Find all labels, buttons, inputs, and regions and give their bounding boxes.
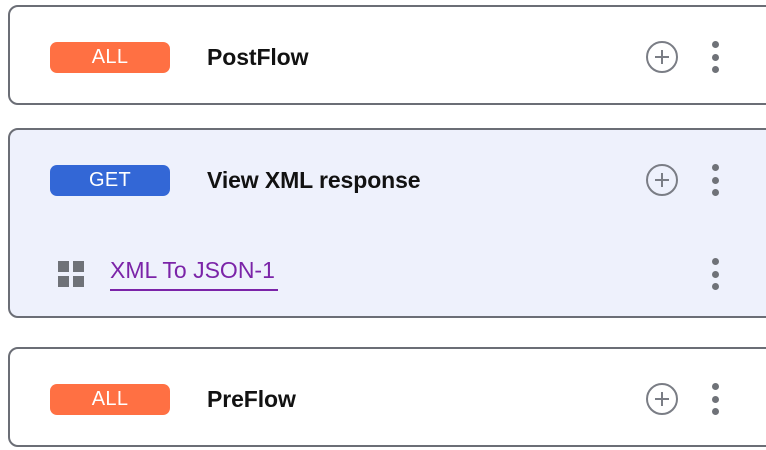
kebab-menu-icon[interactable] — [704, 163, 726, 197]
plus-circle-icon[interactable] — [646, 41, 678, 73]
grid-policy-icon — [58, 261, 84, 287]
flow-row-view-xml-response[interactable]: GET View XML response — [10, 130, 766, 230]
policy-row-xml-to-json-1[interactable]: XML To JSON-1 — [10, 230, 766, 318]
policy-row-actions — [704, 257, 726, 291]
method-badge-all: ALL — [50, 41, 170, 73]
plus-circle-icon[interactable] — [646, 164, 678, 196]
flow-row-actions — [646, 382, 726, 416]
plus-circle-icon[interactable] — [646, 383, 678, 415]
flow-row-actions — [646, 163, 726, 197]
flow-card-view-xml-response[interactable]: GET View XML response XML To JSON-1 — [8, 128, 766, 318]
flow-title: PostFlow — [207, 43, 309, 70]
flow-row-preflow[interactable]: ALL PreFlow — [10, 349, 766, 449]
flow-title: View XML response — [207, 166, 421, 193]
method-badge-get: GET — [50, 164, 170, 196]
flow-card-postflow[interactable]: ALL PostFlow — [8, 5, 766, 105]
kebab-menu-icon[interactable] — [704, 257, 726, 291]
policy-link-xml-to-json-1[interactable]: XML To JSON-1 — [110, 257, 278, 291]
flow-title: PreFlow — [207, 385, 296, 412]
flow-row-postflow[interactable]: ALL PostFlow — [10, 7, 766, 107]
kebab-menu-icon[interactable] — [704, 40, 726, 74]
method-badge-all: ALL — [50, 383, 170, 415]
flow-card-preflow[interactable]: ALL PreFlow — [8, 347, 766, 447]
flow-row-actions — [646, 40, 726, 74]
kebab-menu-icon[interactable] — [704, 382, 726, 416]
